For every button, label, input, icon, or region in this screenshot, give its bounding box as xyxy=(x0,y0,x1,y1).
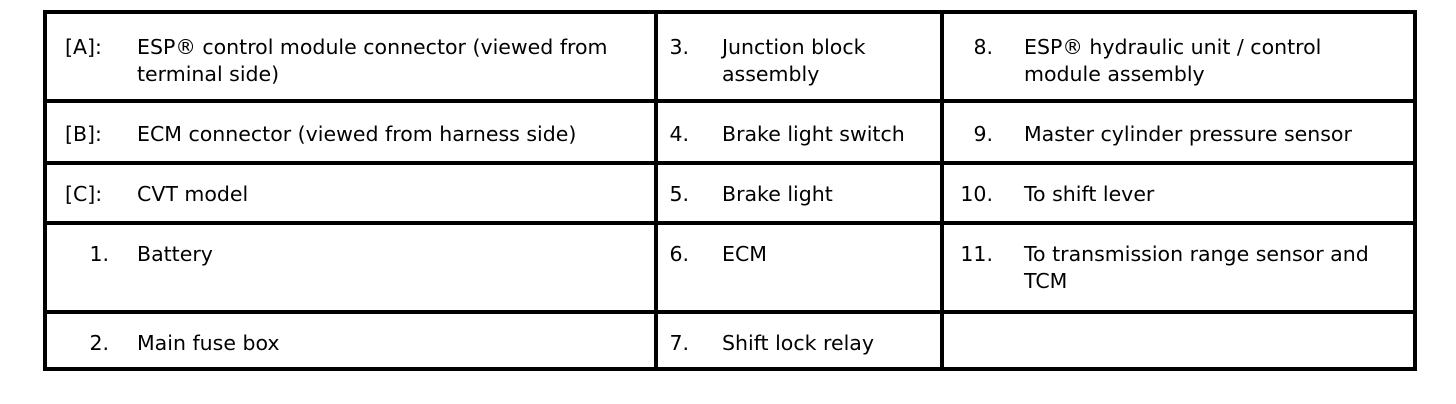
legend-cell: [B]: ECM connector (viewed from harness … xyxy=(47,103,654,161)
legend-text: Shift lock relay xyxy=(722,331,874,355)
legend-key: [A]: xyxy=(65,35,102,59)
legend-text: ECM xyxy=(722,242,767,266)
legend-text: CVT model xyxy=(137,182,249,206)
legend-key: [C]: xyxy=(65,182,103,206)
legend-cell: 9. Master cylinder pressure sensor xyxy=(944,103,1413,161)
legend-cell: 10. To shift lever xyxy=(944,165,1413,221)
legend-cell: 1. Battery xyxy=(47,225,654,310)
legend-row: 2. Main fuse box 7. Shift lock relay xyxy=(47,310,1413,367)
legend-text: ECM connector (viewed from harness side) xyxy=(137,122,577,146)
legend-table: [A]: ESP® control module connector (view… xyxy=(43,10,1417,371)
legend-key: 8. xyxy=(973,35,993,59)
legend-row: [A]: ESP® control module connector (view… xyxy=(47,14,1413,99)
legend-cell: 6. ECM xyxy=(658,225,940,310)
legend-text: To transmission range sensor and TCM xyxy=(1024,242,1369,293)
legend-text: Junction block assembly xyxy=(722,35,866,86)
legend-cell-empty xyxy=(944,314,1413,367)
legend-key: 9. xyxy=(973,122,993,146)
legend-key: 2. xyxy=(89,331,109,355)
legend-key: 1. xyxy=(89,242,109,266)
column-divider xyxy=(654,14,658,367)
legend-cell: 4. Brake light switch xyxy=(658,103,940,161)
legend-cell: 11. To transmission range sensor and TCM xyxy=(944,225,1413,310)
legend-cell: 2. Main fuse box xyxy=(47,314,654,367)
legend-row: 1. Battery 6. ECM 11. To transmission ra… xyxy=(47,221,1413,310)
legend-text: Master cylinder pressure sensor xyxy=(1024,122,1352,146)
legend-text: ESP® hydraulic unit / control module ass… xyxy=(1024,35,1322,86)
column-divider xyxy=(940,14,944,367)
legend-cell: [A]: ESP® control module connector (view… xyxy=(47,14,654,99)
legend-row: [B]: ECM connector (viewed from harness … xyxy=(47,99,1413,161)
legend-cell: [C]: CVT model xyxy=(47,165,654,221)
legend-text: Main fuse box xyxy=(137,331,280,355)
legend-key: 3. xyxy=(669,35,689,59)
legend-text: Battery xyxy=(137,242,213,266)
legend-key: [B]: xyxy=(65,122,102,146)
legend-key: 5. xyxy=(669,182,689,206)
legend-key: 6. xyxy=(669,242,689,266)
legend-row: [C]: CVT model 5. Brake light 10. To shi… xyxy=(47,161,1413,221)
legend-key: 10. xyxy=(960,182,993,206)
legend-text: ESP® control module connector (viewed fr… xyxy=(137,35,608,86)
legend-cell: 3. Junction block assembly xyxy=(658,14,940,99)
legend-key: 4. xyxy=(669,122,689,146)
legend-key: 7. xyxy=(669,331,689,355)
legend-cell: 5. Brake light xyxy=(658,165,940,221)
legend-text: Brake light switch xyxy=(722,122,905,146)
legend-cell: 7. Shift lock relay xyxy=(658,314,940,367)
legend-text: Brake light xyxy=(722,182,833,206)
legend-key: 11. xyxy=(960,242,993,266)
legend-cell: 8. ESP® hydraulic unit / control module … xyxy=(944,14,1413,99)
legend-text: To shift lever xyxy=(1024,182,1155,206)
